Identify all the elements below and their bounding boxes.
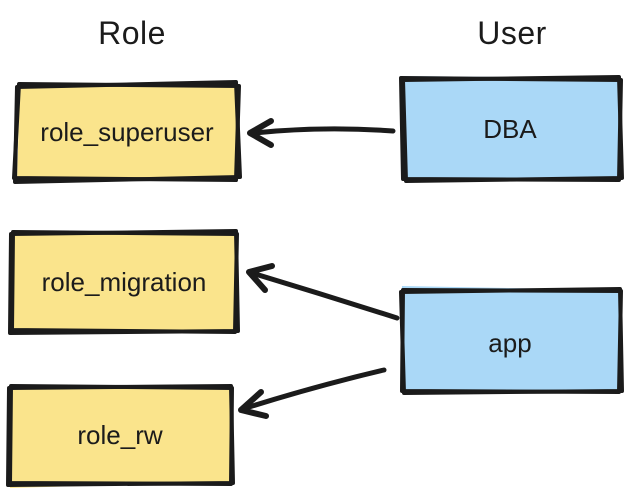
node-role-rw-border2: [8, 384, 234, 486]
node-role-superuser-label: role_superuser: [40, 117, 214, 147]
node-role-migration: role_migration: [8, 229, 240, 335]
arrow-dba-to-role-superuser-shaft: [251, 126, 396, 136]
node-role-superuser-border2: [12, 82, 241, 182]
arrow-app-to-role-migration: [246, 263, 400, 321]
role-column-header: Role: [98, 15, 166, 51]
arrow-app-to-role-migration-head: [246, 263, 275, 293]
arrow-app-to-role-rw: [238, 367, 387, 419]
arrow-app-to-role-rw-head: [238, 389, 269, 419]
node-role-migration-border2: [10, 230, 239, 334]
arrow-app-to-role-migration-shaft: [249, 270, 400, 321]
node-role-superuser: role_superuser: [12, 80, 242, 184]
node-app: app: [399, 286, 624, 395]
user-column-header: User: [477, 15, 547, 51]
node-dba-fill: [400, 76, 621, 180]
node-role-rw-fill: [10, 387, 232, 488]
node-role-rw: role_rw: [6, 384, 235, 488]
node-app-label: app: [488, 328, 531, 358]
arrow-dba-to-role-superuser-head: [247, 118, 274, 148]
arrow-dba-to-role-superuser: [247, 118, 396, 148]
node-dba: DBA: [399, 75, 624, 183]
node-role-rw-label: role_rw: [77, 420, 162, 450]
node-app-fill: [402, 286, 621, 392]
arrow-app-to-role-rw-shaft: [243, 367, 387, 411]
node-role-migration-fill: [12, 232, 236, 331]
node-role-migration-label: role_migration: [42, 267, 207, 297]
node-role-superuser-fill: [17, 83, 238, 181]
node-dba-label: DBA: [483, 114, 537, 144]
node-app-border2: [400, 288, 623, 394]
node-dba-border2: [399, 76, 623, 182]
